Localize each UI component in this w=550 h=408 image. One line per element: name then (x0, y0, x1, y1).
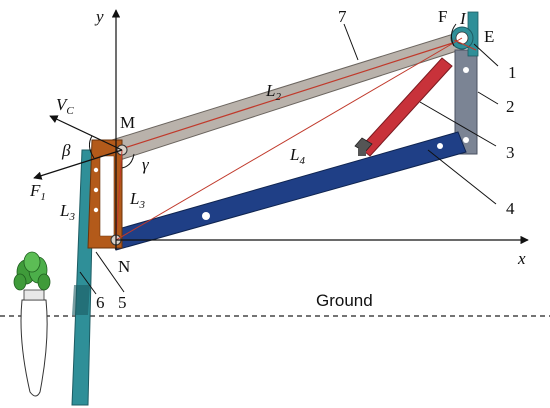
point-I: I (459, 9, 467, 28)
lower-link-part-4 (107, 131, 467, 251)
part-number-6: 6 (96, 293, 105, 312)
label-L2: L2 (265, 81, 281, 103)
line-L3 (115, 149, 123, 241)
point-F: F (438, 7, 447, 26)
vc-arrow (49, 115, 123, 151)
label-L4: L4 (289, 145, 305, 167)
radish-icon (13, 251, 51, 397)
ground-label: Ground (316, 291, 373, 310)
label-L3-outer: L3 (59, 201, 75, 223)
point-N: N (118, 257, 130, 276)
point-E: E (484, 27, 494, 46)
label-Vc: VC (56, 95, 74, 117)
part-number-4: 4 (506, 199, 515, 218)
part-number-2: 2 (506, 97, 515, 116)
beta-arc (88, 135, 95, 159)
cylinder-part-3 (354, 57, 453, 157)
bracket-part-2 (454, 49, 478, 155)
label-gamma: γ (142, 155, 150, 174)
y-axis-label: y (94, 7, 104, 26)
part-number-1: 1 (508, 63, 517, 82)
part-number-3: 3 (506, 143, 515, 162)
label-F1: F1 (29, 181, 46, 203)
x-axis-label: x (517, 249, 526, 268)
part-number-7: 7 (338, 7, 347, 26)
f1-arrow (33, 149, 123, 180)
label-beta: β (61, 141, 71, 160)
line-L4 (115, 37, 463, 241)
gamma-arc (121, 153, 135, 169)
label-L3-inner: L3 (129, 189, 145, 211)
part-number-5: 5 (118, 293, 127, 312)
point-M: M (120, 113, 135, 132)
